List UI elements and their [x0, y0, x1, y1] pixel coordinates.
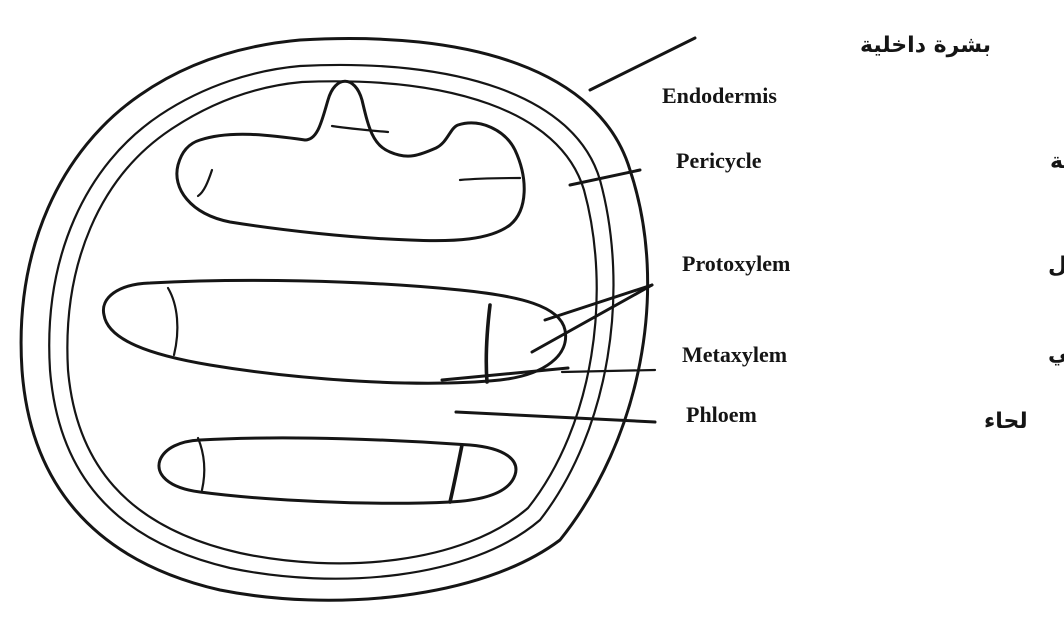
- label-phloem-ar: لحاء: [984, 409, 1028, 434]
- label-protoxylem-en: Protoxylem: [682, 251, 790, 276]
- xylem-arm-middle-divider-left: [168, 288, 177, 355]
- metaxylem-middle: [103, 280, 565, 383]
- arabic-labels: بشرة داخلية دائرة محيطية خشب أول خشب تال…: [860, 33, 1064, 434]
- label-protoxylem-ar: خشب أول: [1048, 249, 1064, 278]
- protoxylem-upper: [177, 81, 524, 240]
- label-pericycle-ar: دائرة محيطية: [1050, 149, 1064, 174]
- label-metaxylem-ar: خشب تالي: [1048, 341, 1064, 366]
- label-endodermis-ar: بشرة داخلية: [860, 33, 991, 58]
- label-metaxylem-en: Metaxylem: [682, 342, 787, 367]
- xylem-arm-top: [177, 81, 524, 240]
- outer-rings: [21, 39, 648, 601]
- xylem-arm-bottom-divider-left: [198, 438, 204, 490]
- metaxylem-leader-c: [562, 370, 655, 372]
- metaxylem-lower: [159, 438, 516, 503]
- xylem-arm-bottom-divider-right: [450, 445, 462, 502]
- xylem-arm-top-divider-3: [198, 170, 212, 196]
- label-endodermis-en: Endodermis: [662, 83, 777, 108]
- xylem-arm-middle-divider-right: [486, 305, 490, 382]
- label-pericycle-en: Pericycle: [676, 148, 762, 173]
- xylem-arm-top-divider-1: [332, 126, 388, 132]
- label-phloem-en: Phloem: [686, 402, 757, 427]
- outer-ring: [21, 39, 648, 601]
- leader-lines: [442, 38, 695, 422]
- xylem-arm-top-divider-2: [460, 178, 520, 180]
- english-labels: Endodermis Pericycle Protoxylem Metaxyle…: [662, 83, 790, 427]
